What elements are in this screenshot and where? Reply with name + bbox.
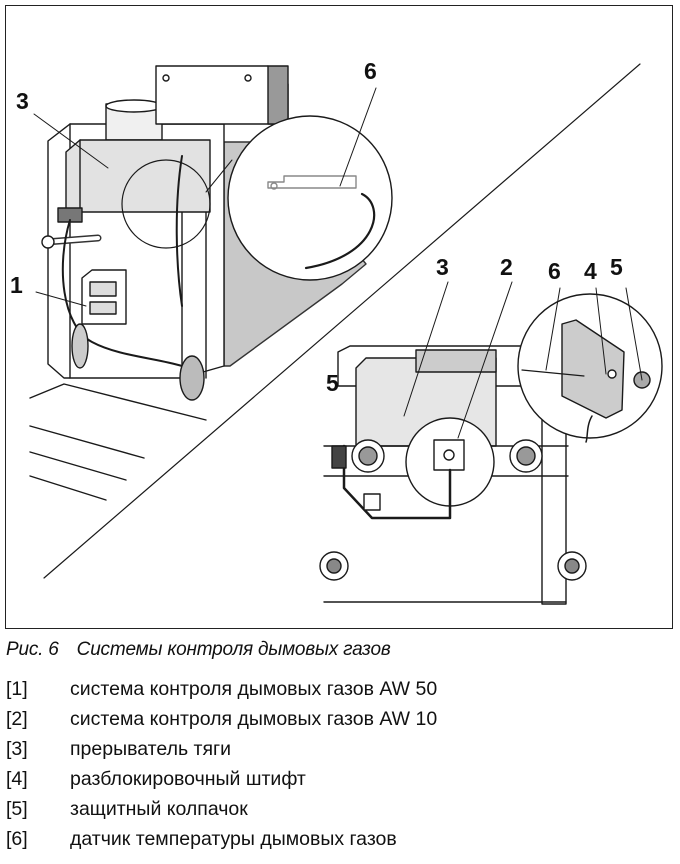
legend-number: [2]	[6, 708, 28, 730]
legend-item: [4] разблокировочный штифт	[6, 768, 437, 798]
legend-item: [5] защитный колпачок	[6, 798, 437, 828]
legend-text: разблокировочный штифт	[70, 768, 306, 790]
legend-item: [2] система контроля дымовых газов AW 10	[6, 708, 437, 738]
callout-6-top: 6	[364, 58, 377, 84]
callout-3-top: 3	[16, 88, 29, 114]
legend-text: система контроля дымовых газов AW 10	[70, 708, 438, 730]
callout-5-detail: 5	[610, 254, 623, 280]
legend-number: [3]	[6, 738, 28, 760]
legend-number: [6]	[6, 828, 28, 850]
caption-prefix: Рис. 6	[6, 639, 59, 660]
boiler-top-view	[29, 65, 393, 501]
caption-title: Системы контроля дымовых газов	[76, 639, 391, 660]
boiler-illustration	[29, 63, 663, 605]
callout-4: 4	[584, 258, 597, 284]
legend-text: система контроля дымовых газов AW 50	[70, 678, 438, 700]
legend-list: [1]система контроля дымовых газов AW 50 …	[6, 678, 437, 858]
legend-number: [4]	[6, 768, 28, 790]
legend-text: прерыватель тяги	[70, 738, 232, 760]
callout-5-left: 5	[326, 370, 339, 396]
diagonal-divider	[43, 63, 641, 579]
figure-caption: Рис. 6 Системы контроля дымовых газов	[6, 639, 391, 661]
legend-item: [3] прерыватель тяги	[6, 738, 437, 768]
legend-text: датчик температуры дымовых газов	[70, 828, 397, 850]
figure-frame: 3 6 1 3 2 6 4 5 5	[5, 5, 673, 629]
legend-item: [6] датчик температуры дымовых газов	[6, 828, 437, 858]
legend-number: [5]	[6, 798, 28, 820]
boiler-detail-view	[33, 87, 663, 605]
callout-1: 1	[10, 272, 23, 298]
legend-text: защитный колпачок	[70, 798, 248, 820]
legend-number: [1]	[6, 678, 28, 700]
callout-3-detail: 3	[436, 254, 449, 280]
callout-6-detail: 6	[548, 258, 561, 284]
legend-item: [1] система контроля дымовых газов AW 50	[6, 678, 437, 708]
callout-2: 2	[500, 254, 513, 280]
